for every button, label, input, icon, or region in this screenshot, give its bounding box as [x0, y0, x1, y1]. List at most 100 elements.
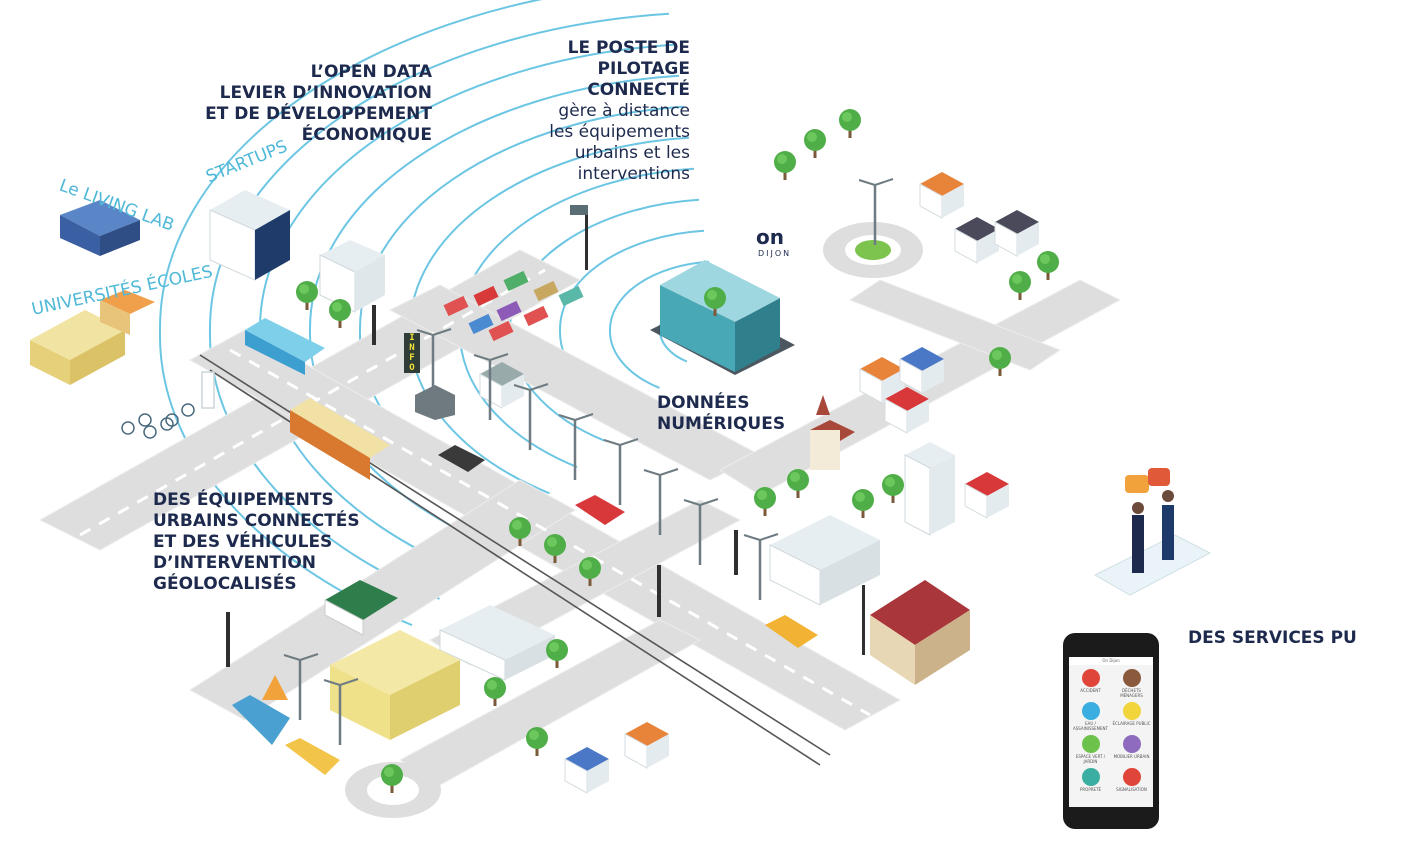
house	[919, 172, 964, 219]
phone-app-item[interactable]: SIGNALISATION	[1112, 768, 1151, 792]
phone-app-item[interactable]: EAU / ASSAINISSEMENT	[1071, 702, 1110, 731]
yellow-car	[285, 738, 340, 775]
parked-cars	[443, 270, 584, 342]
signal-arc	[258, 43, 675, 574]
blue-van	[232, 695, 290, 745]
house	[884, 387, 929, 434]
house	[624, 722, 669, 769]
signal-arc	[208, 12, 670, 600]
app-item-icon	[1081, 768, 1100, 786]
tree	[704, 287, 726, 316]
signal-arc	[608, 260, 710, 389]
smartphone: On Dijon ACCIDENT DÉCHETS MÉNAGERS EAU / A…	[1063, 633, 1159, 829]
meeting-phone	[1093, 468, 1212, 596]
tree	[839, 109, 861, 138]
town-hall	[870, 580, 970, 685]
phone-app-item[interactable]: ACCIDENT	[1071, 669, 1110, 698]
church	[810, 395, 855, 470]
app-item-label: ESPACE VERT / JARDIN	[1075, 754, 1106, 764]
tree	[296, 281, 318, 310]
tree	[1037, 251, 1059, 280]
info-letter: I	[409, 333, 415, 343]
app-item-label: EAU / ASSAINISSEMENT	[1073, 721, 1108, 731]
street-lamps	[283, 178, 894, 745]
tram	[290, 398, 390, 480]
tree	[882, 474, 904, 503]
street-lamp	[513, 383, 549, 450]
app-item-icon	[1122, 768, 1141, 786]
info-letter: F	[409, 353, 415, 363]
app-item-icon	[1122, 669, 1141, 687]
office-buildings	[209, 190, 955, 681]
street-lamp	[473, 353, 509, 420]
app-item-icon	[1122, 702, 1141, 720]
logo-mark: on	[756, 225, 784, 249]
garbage-truck	[324, 580, 398, 636]
roadwork-sign	[262, 675, 288, 700]
signal-arc	[408, 136, 690, 495]
tree	[329, 299, 351, 328]
logo-city: DIJON	[758, 249, 792, 258]
house	[564, 747, 609, 794]
app-item-icon	[1081, 669, 1100, 687]
traffic-lights	[226, 205, 865, 667]
street-lamp	[603, 438, 639, 505]
police-car	[438, 445, 485, 472]
tree	[754, 487, 776, 516]
tree	[774, 151, 796, 180]
equipements-caption: DES ÉQUIPEMENTS URBAINS CONNECTÉS ET DES…	[153, 490, 360, 594]
poste-body: gère à distance les équipements urbains …	[549, 101, 690, 184]
tree	[852, 489, 874, 518]
houses	[479, 172, 1039, 794]
street-lamp	[858, 178, 894, 245]
phone-app-item[interactable]: DÉCHETS MÉNAGERS	[1112, 669, 1151, 698]
tree	[1009, 271, 1031, 300]
donnees-numeriques-caption: DONNÉES NUMÉRIQUES	[657, 393, 786, 434]
phone-app-item[interactable]: MOBILIER URBAIN	[1112, 735, 1151, 764]
on-dijon-logo: on DIJON	[752, 225, 802, 263]
phone-app-title: On Dijon	[1069, 657, 1153, 665]
tree	[804, 129, 826, 158]
info-letter: N	[409, 343, 415, 353]
phone-screen: On Dijon ACCIDENT DÉCHETS MÉNAGERS EAU / A…	[1069, 657, 1153, 807]
street-lamp	[683, 498, 719, 565]
poste-pilotage-caption: LE POSTE DE PILOTAGE CONNECTÉ gère à dis…	[470, 38, 690, 185]
house	[954, 217, 999, 264]
vehicles	[232, 270, 818, 775]
app-item-icon	[1081, 735, 1100, 753]
trees	[296, 109, 1059, 793]
info-letter: O	[409, 363, 415, 373]
signal-arc	[308, 74, 680, 547]
phone-app-item[interactable]: ÉCLAIRAGE PUBLIC	[1112, 702, 1151, 731]
street-lamp	[416, 328, 452, 395]
house	[899, 347, 944, 394]
street-lamp	[558, 413, 594, 480]
app-item-label: ACCIDENT	[1080, 688, 1101, 693]
poste-title: LE POSTE DE PILOTAGE CONNECTÉ	[567, 38, 690, 100]
tree	[484, 677, 506, 706]
tree	[579, 557, 601, 586]
open-data-caption: L’OPEN DATA LEVIER D’INNOVATION ET DE DÉ…	[205, 62, 432, 145]
house	[994, 210, 1039, 257]
street-lamp	[643, 468, 679, 535]
services-caption: DES SERVICES PUBLICS PERFORMANTS ET DE N…	[1188, 628, 1358, 648]
house	[964, 472, 1009, 519]
tree	[546, 639, 568, 668]
tree	[526, 727, 548, 756]
street-lamp	[743, 533, 779, 600]
house	[859, 357, 904, 404]
phone-app-grid: ACCIDENT DÉCHETS MÉNAGERS EAU / ASSAINISSE…	[1069, 665, 1153, 796]
app-item-label: DÉCHETS MÉNAGERS	[1120, 688, 1143, 698]
taxi	[765, 615, 818, 648]
tree	[509, 517, 531, 546]
info-sign: I N F O	[404, 333, 420, 373]
app-item-label: MOBILIER URBAIN	[1113, 754, 1150, 759]
street-lamp	[283, 653, 319, 720]
phone-app-item[interactable]: ESPACE VERT / JARDIN	[1071, 735, 1110, 764]
street-lamp	[323, 678, 359, 745]
tree	[544, 534, 566, 563]
phone-app-item[interactable]: PROPRETÉ	[1071, 768, 1110, 792]
app-item-label: PROPRETÉ	[1079, 787, 1102, 792]
app-item-label: ÉCLAIRAGE PUBLIC	[1112, 721, 1151, 726]
